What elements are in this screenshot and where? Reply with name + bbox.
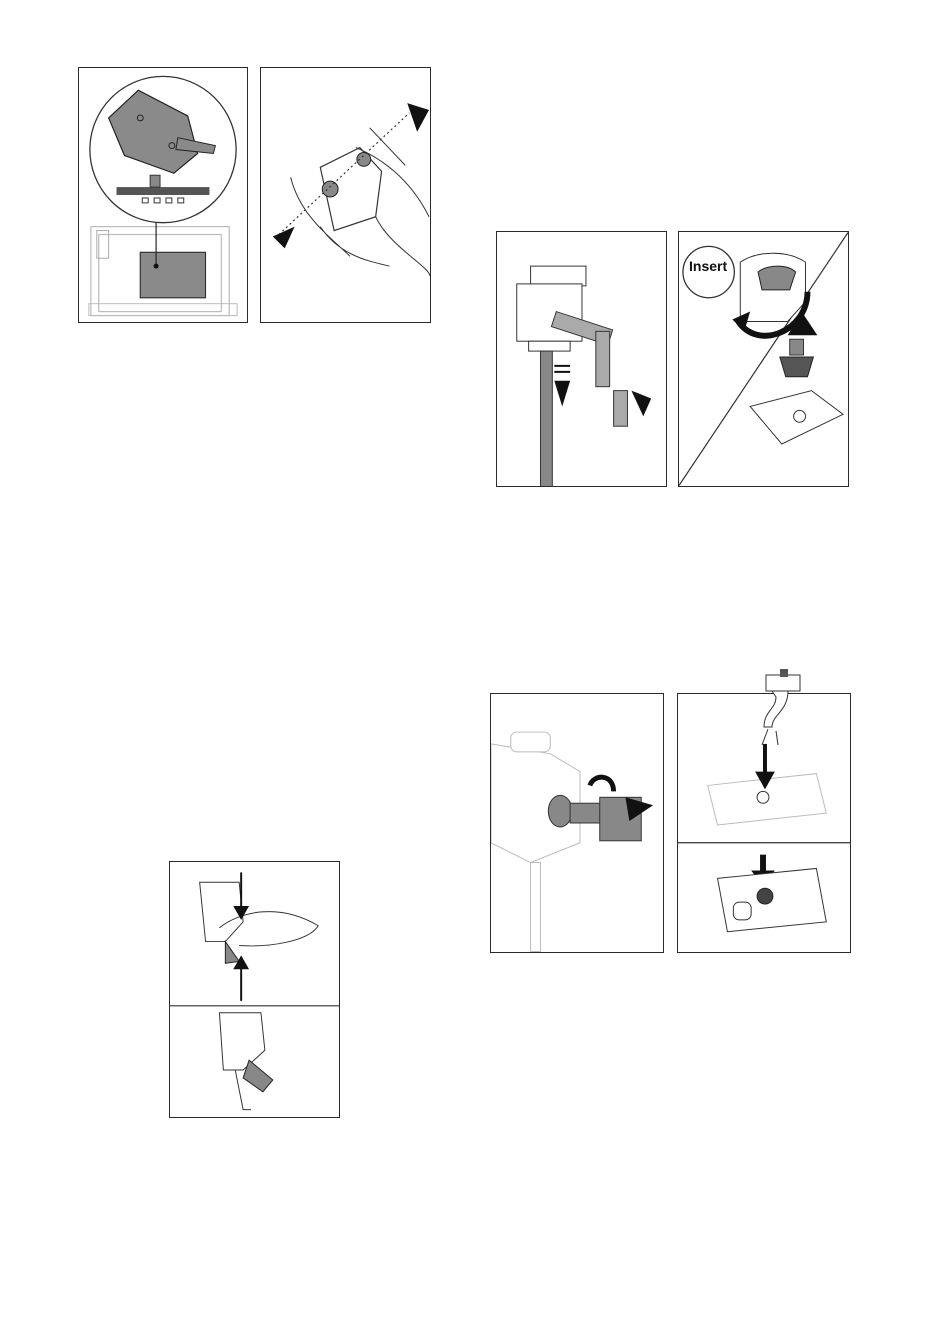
figure-tube-pull (496, 231, 667, 487)
push-into-housing-icon (718, 855, 827, 932)
pinch-unit-icon (170, 862, 339, 1117)
insert-label: Insert (689, 258, 727, 274)
connector-twist-icon (491, 694, 663, 952)
squeeze-release-icon (261, 68, 430, 322)
brew-unit-removal-icon (79, 68, 247, 322)
figure-insert-filter: Insert (678, 231, 849, 487)
figure-brew-unit-in-machine (78, 67, 248, 323)
tube-pull-icon (497, 232, 666, 486)
figure-pinch-release (169, 861, 340, 1118)
figure-squeeze-release (260, 67, 431, 323)
released-unit-icon (219, 1013, 272, 1110)
tap-icon (752, 665, 812, 745)
figure-connector-twist (490, 693, 664, 953)
